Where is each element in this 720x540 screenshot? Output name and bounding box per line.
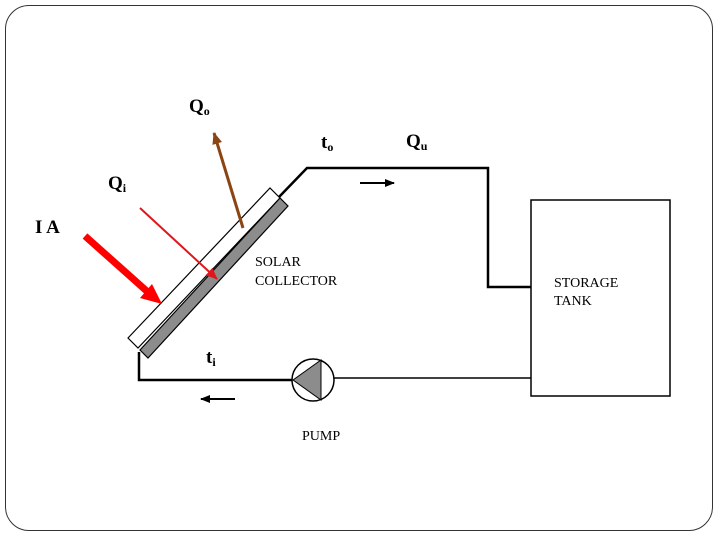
pump-triangle [292, 359, 322, 401]
incident-ia-arrowhead [140, 284, 162, 304]
label-collector-line2: COLLECTOR [255, 274, 338, 289]
label-pump: PUMP [302, 429, 340, 444]
label-ti: ti [206, 347, 216, 369]
outlet-pipe [278, 166, 531, 289]
label-collector-line1: SOLAR [255, 255, 302, 270]
return-pipe [137, 352, 292, 382]
label-qi: Qi [108, 173, 127, 195]
incident-ia-arrow [82, 233, 153, 297]
label-storage-line1: STORAGE [554, 276, 618, 291]
qo-arrow [212, 132, 245, 229]
label-qo: Qo [189, 96, 210, 118]
label-qu: Qu [406, 131, 428, 153]
qi-arrow [139, 207, 218, 280]
storage-tank [530, 199, 671, 397]
label-to: to [321, 132, 333, 154]
label-ia: I A [35, 217, 60, 238]
label-storage-line2: TANK [554, 294, 592, 309]
